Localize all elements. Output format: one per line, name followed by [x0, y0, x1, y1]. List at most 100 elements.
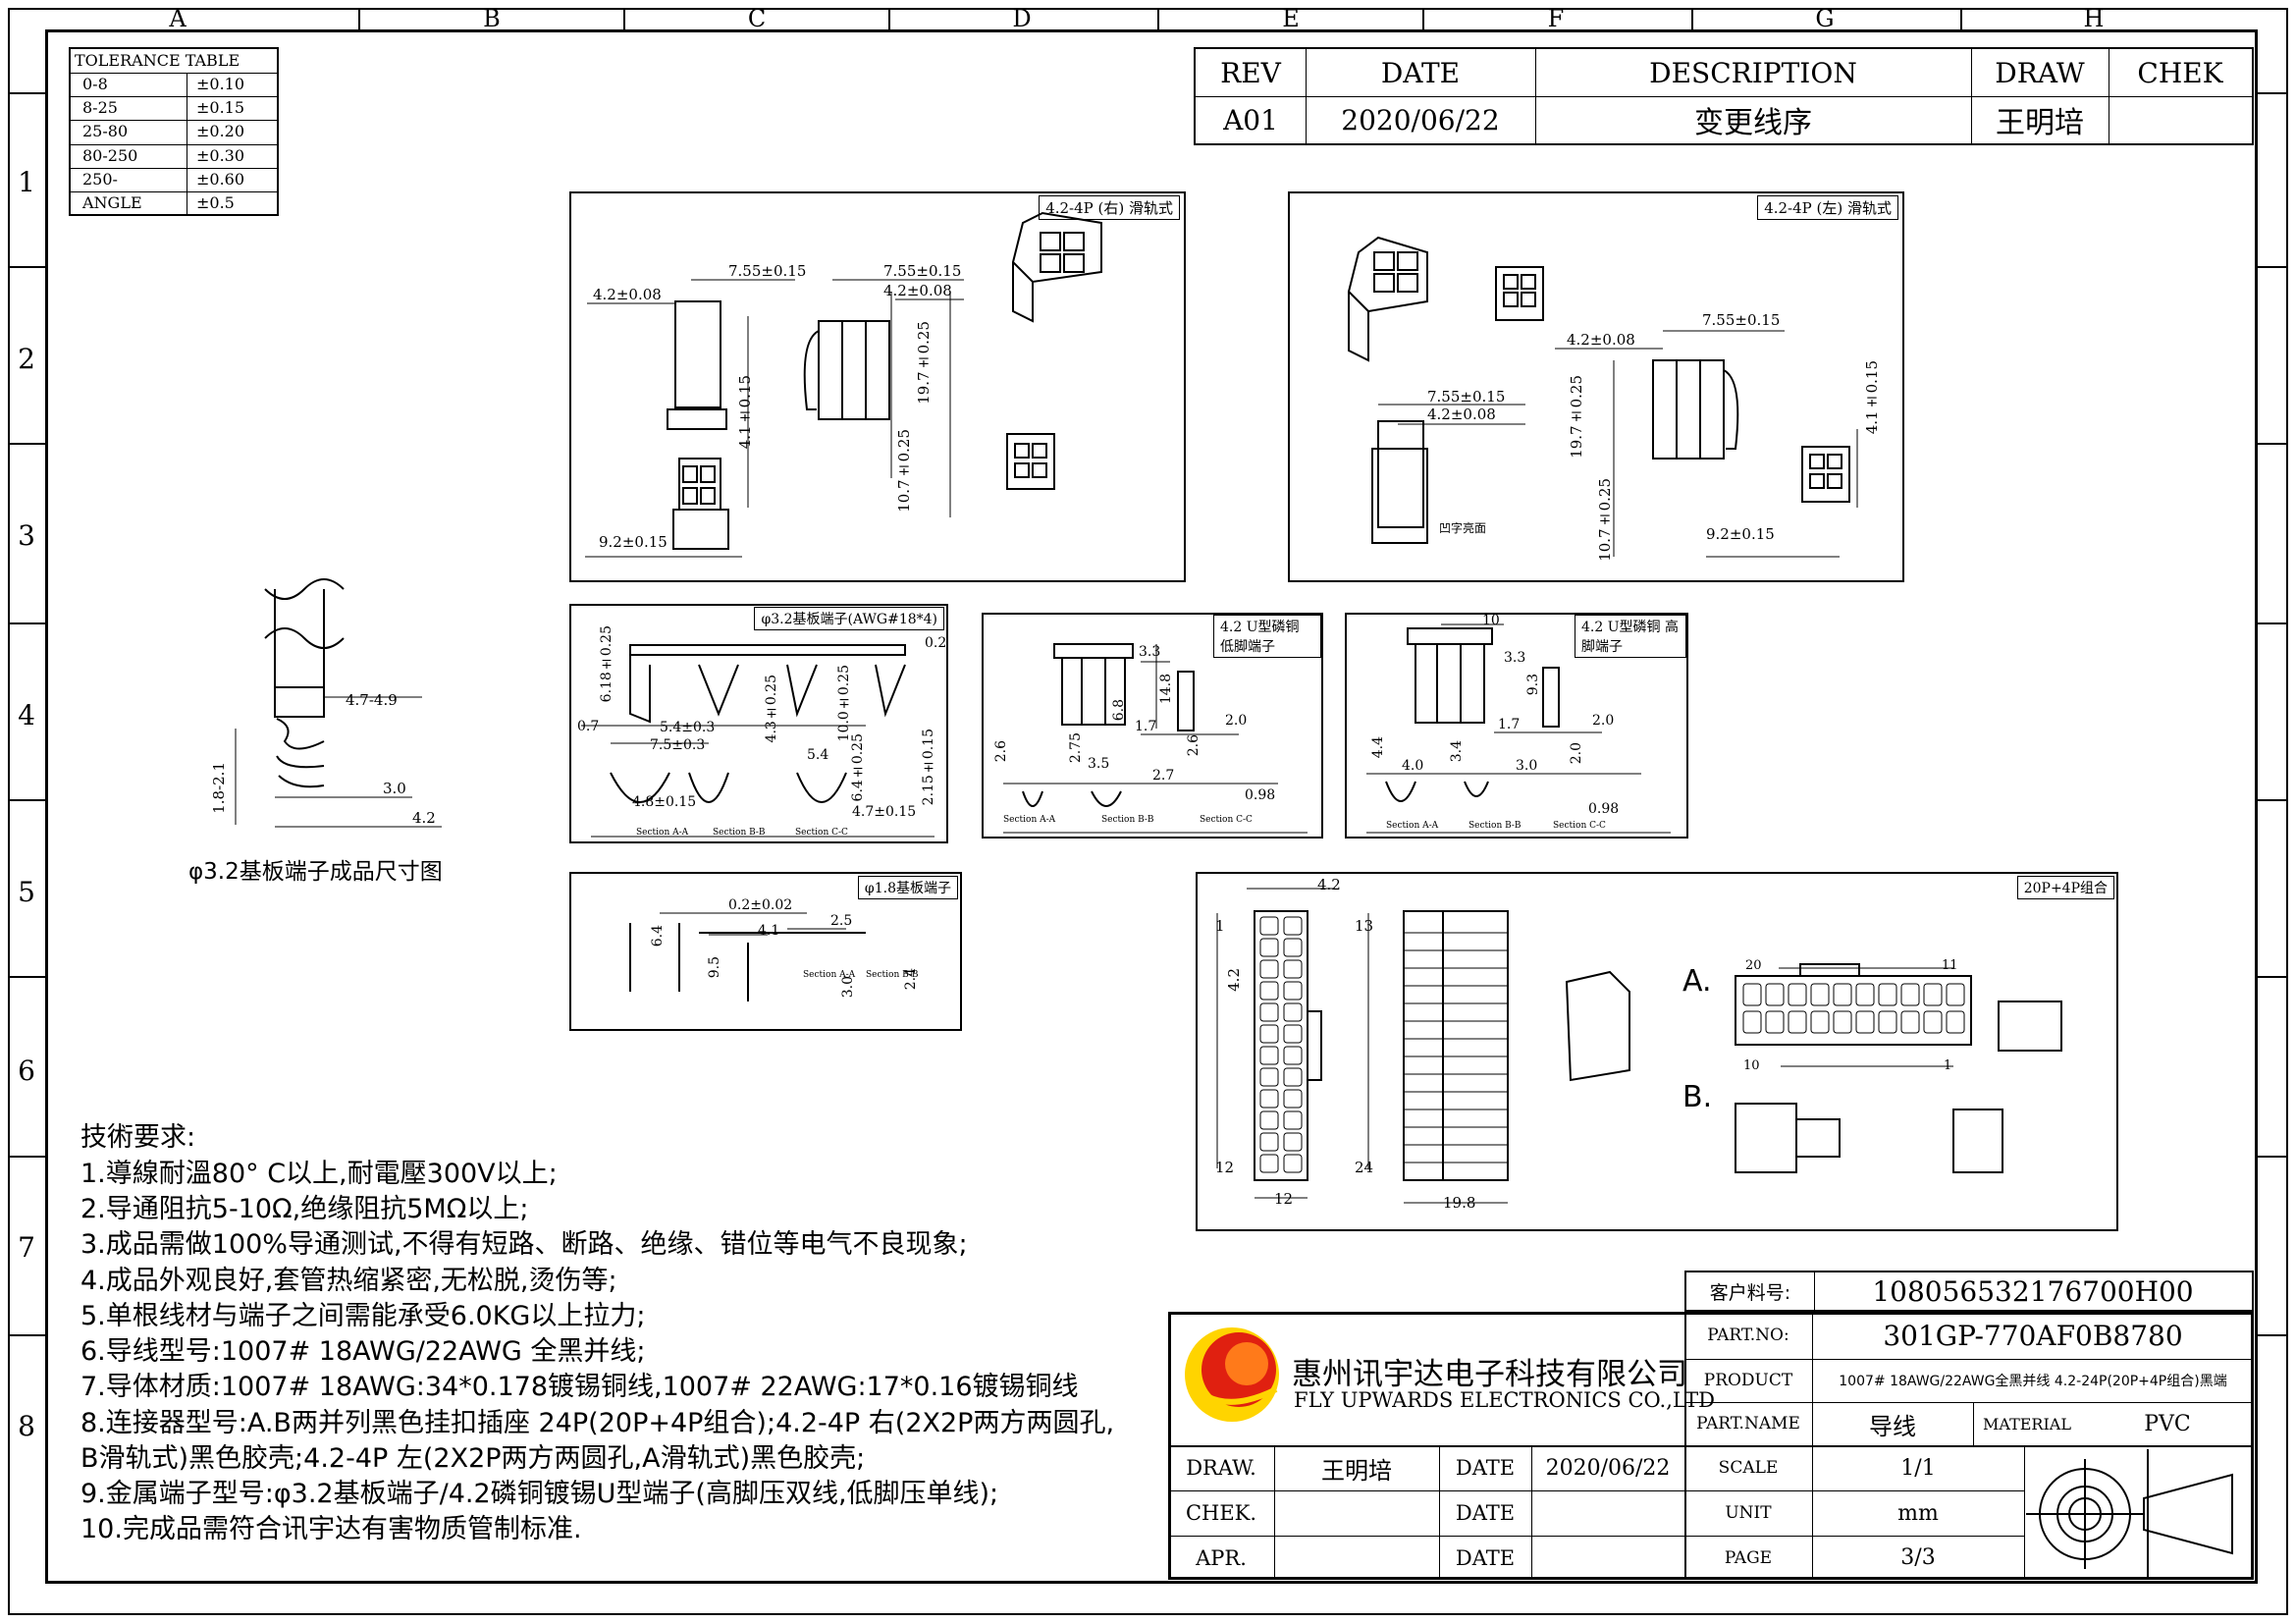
- dim: 12: [1215, 1159, 1235, 1176]
- dim: 9.2±0.15: [599, 533, 667, 551]
- dim: 2.5: [830, 913, 853, 929]
- revision-table: REV DATE DESCRIPTION DRAW CHEK A01 2020/…: [1194, 47, 2254, 145]
- company-logo: [1185, 1327, 1279, 1422]
- date-label: DATE: [1455, 1501, 1516, 1525]
- tolerance-value: ±0.30: [196, 146, 245, 165]
- dim: 10: [1482, 613, 1500, 628]
- dim: 0.98: [1588, 801, 1620, 817]
- tolerance-value: ±0.15: [196, 98, 245, 117]
- rev-value: A01: [1223, 103, 1278, 136]
- product-label: PRODUCT: [1703, 1371, 1793, 1390]
- row-label: 7: [18, 1230, 35, 1264]
- company-name-cn: 惠州讯宇达电子科技有限公司: [1292, 1357, 1687, 1392]
- customer-row: 客户料号: 108056532176700H00: [1684, 1271, 2254, 1312]
- section-label: Section A-A: [636, 828, 689, 838]
- dim: 14.8: [1158, 674, 1174, 705]
- dim: 24: [1355, 1159, 1374, 1176]
- description-value: 变更线序: [1694, 106, 1812, 140]
- dim: 0.98: [1245, 787, 1276, 803]
- dim: 2.7: [1152, 768, 1175, 784]
- tolerance-range: ANGLE: [82, 193, 142, 212]
- view-u-low: 4.2 U型磷铜 低脚端子 3.3 14.8 6.8 1.7 2.0 2.6 2…: [982, 613, 1323, 839]
- unit-label: UNIT: [1725, 1503, 1772, 1523]
- view-terminal-18: φ1.8基板端子 0.2±0.02 6.4 9.5 4.1 2.5 3.0 2.…: [569, 872, 962, 1031]
- draw-value: 王明培: [1321, 1456, 1392, 1485]
- dim: 4.0: [1402, 758, 1424, 774]
- dim: 4.2: [412, 809, 436, 827]
- col-label: A: [169, 5, 187, 32]
- view-label: 4.2 U型磷铜 高脚端子: [1575, 615, 1686, 658]
- dim: 7.55±0.15: [1702, 311, 1781, 329]
- dim: 1: [1215, 917, 1225, 935]
- requirement-item: 5.单根线材与端子之间需能承受6.0KG以上拉力;: [80, 1301, 646, 1331]
- apr-label: APR.: [1196, 1545, 1247, 1570]
- option-a-label: A.: [1682, 964, 1712, 999]
- dim: 4.2±0.08: [883, 282, 952, 299]
- view-left-rail: 4.2-4P (左) 滑轨式 7.55±0.15 4.2±0.08 7.55±0…: [1288, 191, 1904, 582]
- dim: 13: [1355, 917, 1374, 935]
- pin-label: 11: [1942, 958, 1958, 973]
- dim: 3.0: [383, 780, 406, 797]
- date-value: 2020/06/22: [1341, 103, 1500, 136]
- dim: 0.7: [577, 719, 600, 734]
- date-header: DATE: [1380, 56, 1461, 89]
- pin-label: 1: [1944, 1058, 1952, 1073]
- tolerance-range: 0-8: [82, 75, 108, 93]
- right-rail-drawing: [585, 211, 1102, 558]
- section-label: Section B-B: [1101, 815, 1154, 825]
- section-label: Section C-C: [795, 828, 848, 838]
- dim: 4.7±0.15: [852, 804, 917, 820]
- dim: 9.5: [707, 956, 722, 979]
- dim: 4.2±0.08: [1427, 406, 1496, 423]
- left-rail-drawing: [1347, 236, 1858, 558]
- section-label: Section A-A: [1003, 815, 1056, 825]
- dim: 2.6: [993, 740, 1009, 763]
- col-label: G: [1815, 5, 1835, 32]
- tolerance-value: ±0.60: [196, 170, 245, 189]
- page-label: PAGE: [1724, 1547, 1773, 1568]
- dim: 7.55±0.15: [1427, 388, 1506, 406]
- draw-date-value: 2020/06/22: [1545, 1455, 1671, 1481]
- col-label: C: [747, 5, 767, 32]
- dim: 7.55±0.15: [728, 262, 807, 280]
- dim: 5.4: [807, 747, 829, 763]
- dim: 4.2±0.08: [593, 286, 662, 303]
- combo-drawing: [1216, 888, 2062, 1204]
- dim: 3.3: [1139, 644, 1161, 660]
- chek-value: [2109, 96, 2252, 143]
- dim: 4.2: [1225, 968, 1243, 992]
- dim: 6.4±0.25: [850, 733, 866, 802]
- material-value: PVC: [2144, 1411, 2191, 1436]
- row-label: 1: [18, 165, 35, 198]
- row-label: 5: [18, 875, 35, 908]
- view-label: φ1.8基板端子: [857, 876, 958, 899]
- dim: 19.7±0.25: [1568, 375, 1585, 459]
- row-label: 8: [18, 1409, 35, 1442]
- dim: 3.0: [1516, 758, 1538, 774]
- dim: 9.2±0.15: [1706, 525, 1775, 543]
- dim: 1.7: [1135, 719, 1157, 734]
- tolerance-range: 80-250: [82, 146, 138, 165]
- view-label: φ3.2基板端子(AWG#18*4): [754, 607, 944, 630]
- projection-symbol-icon: [2026, 1449, 2233, 1577]
- option-b-label: B.: [1682, 1080, 1713, 1114]
- requirement-item: 3.成品需做100%导通测试,不得有短路、断路、绝缘、错位等电气不良现象;: [80, 1229, 968, 1260]
- section-label: Section C-C: [1200, 815, 1253, 825]
- left-terminal-drawing: [235, 578, 442, 828]
- view-u-high: 4.2 U型磷铜 高脚端子 10 3.3 9.3 1.7 2.0 4.4 4.0…: [1345, 613, 1688, 839]
- col-label: F: [1547, 5, 1565, 32]
- dim: 7.5±0.3: [650, 737, 706, 753]
- pin-label: 20: [1745, 958, 1762, 973]
- view-label: 4.2-4P (左) 滑轨式: [1757, 195, 1898, 220]
- note-label: 凹字亮面: [1439, 521, 1487, 535]
- dim: 4.1±0.15: [736, 375, 754, 450]
- requirement-item: 9.金属端子型号:φ3.2基板端子/4.2磷铜镀锡U型端子(高脚压双线,低脚压单…: [80, 1479, 999, 1509]
- u-low-drawing: [1003, 643, 1308, 834]
- material-label: MATERIAL: [1983, 1414, 2071, 1434]
- description-header: DESCRIPTION: [1649, 56, 1857, 89]
- view-label: 4.2 U型磷铜 低脚端子: [1213, 615, 1321, 658]
- requirement-item: 6.导线型号:1007# 18AWG/22AWG 全黑并线;: [80, 1336, 646, 1367]
- chek-header: CHEK: [2137, 56, 2223, 89]
- scale-label: SCALE: [1718, 1458, 1779, 1478]
- page-value: 3/3: [1900, 1545, 1936, 1570]
